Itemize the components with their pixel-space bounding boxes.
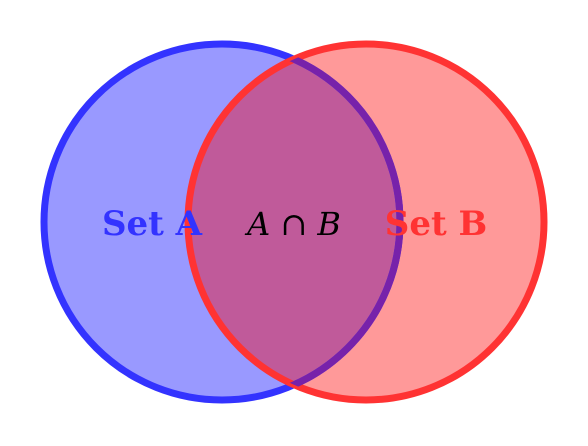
- set-a-outline-overlap: [188, 44, 404, 400]
- set-a-label: Set A: [102, 204, 203, 244]
- intersection-region: [188, 44, 400, 400]
- set-b-outline: [184, 40, 548, 404]
- intersection-label: A ∩ B: [244, 205, 341, 243]
- set-b-label: Set B: [385, 204, 487, 244]
